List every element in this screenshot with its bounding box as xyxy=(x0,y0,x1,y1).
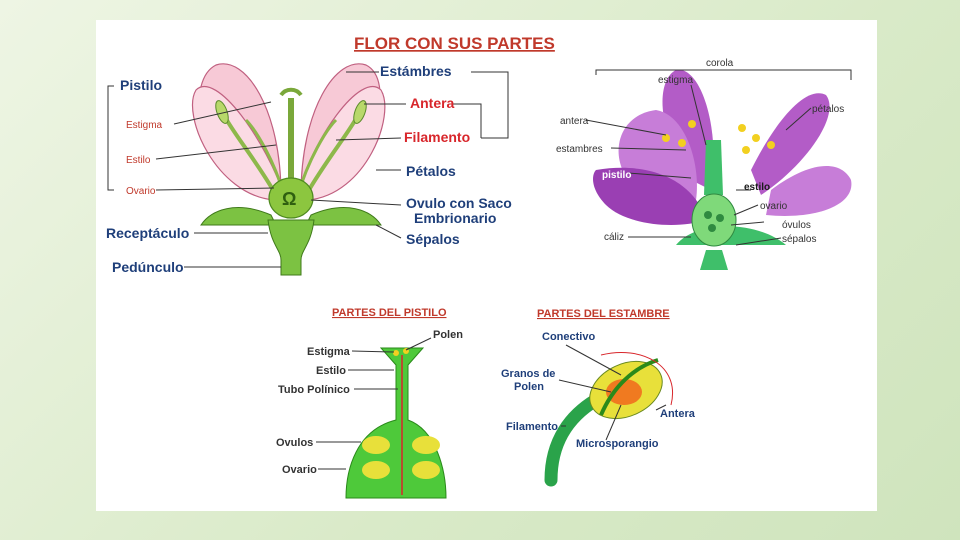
stamen-filament xyxy=(544,393,603,487)
flower-1-illustration: Ω xyxy=(191,63,386,276)
label-estambres: Estámbres xyxy=(380,63,452,79)
ovary xyxy=(268,177,314,219)
label-estigma: Estigma xyxy=(126,120,163,131)
label-sepalos: Sépalos xyxy=(406,231,460,247)
stamen-illustration xyxy=(544,351,673,487)
label-polen: Polen xyxy=(433,329,463,341)
label-estilo: Estilo xyxy=(126,155,151,166)
diagram-title: FLOR CON SUS PARTES xyxy=(354,34,555,53)
label-antera-2: antera xyxy=(560,116,589,127)
stigma xyxy=(279,87,303,97)
petal-purple-5 xyxy=(593,167,706,225)
pollen-grains xyxy=(606,379,642,405)
label-petalos: Pétalos xyxy=(406,163,456,179)
label-ovulos-2: óvulos xyxy=(782,220,811,231)
svg-text:Ω: Ω xyxy=(282,189,296,209)
label-ovario: Ovario xyxy=(126,186,156,197)
label-pistilo: Pistilo xyxy=(120,77,162,93)
flower-2-leaders xyxy=(585,69,852,246)
pistil-leaders xyxy=(316,337,432,470)
label-granos-line2: Polen xyxy=(514,381,544,393)
petal-purple-1 xyxy=(662,69,714,190)
ovule-2 xyxy=(412,436,440,454)
anther-right xyxy=(353,100,367,124)
pistil-section-title: PARTES DEL PISTILO xyxy=(332,307,447,319)
ovule-4 xyxy=(412,461,440,479)
label-estigma-2: estigma xyxy=(658,75,693,86)
label-ovario-3: Ovario xyxy=(282,464,317,476)
label-conectivo: Conectivo xyxy=(542,331,595,343)
ovule-1 xyxy=(362,436,390,454)
label-ovulos-3: Ovulos xyxy=(276,437,313,449)
label-filamento: Filamento xyxy=(404,129,470,145)
connective xyxy=(599,358,659,416)
label-ovulo-line1: Ovulo con Saco xyxy=(406,195,512,211)
sepal-left xyxy=(200,207,277,226)
label-estilo-2: estilo xyxy=(744,182,770,193)
flower-1-leaders xyxy=(107,71,509,268)
flower-2-illustration xyxy=(593,69,852,270)
label-pedunculo: Pedúnculo xyxy=(112,259,184,275)
receptacle xyxy=(267,219,315,276)
label-corola: corola xyxy=(706,58,734,69)
label-antera: Antera xyxy=(410,95,455,111)
sepal-right xyxy=(305,207,382,226)
style-2 xyxy=(704,140,723,195)
ovule-3 xyxy=(362,461,390,479)
label-tubo-polinico: Tubo Polínico xyxy=(278,384,350,396)
label-pistilo-2: pistilo xyxy=(602,170,631,181)
anther-bracket xyxy=(600,351,673,406)
label-estigma-3: Estigma xyxy=(307,346,351,358)
label-filamento-3: Filamento xyxy=(506,421,558,433)
label-sepalos-2: sépalos xyxy=(782,234,816,245)
label-microsporangio: Microsporangio xyxy=(576,438,659,450)
label-antera-3: Antera xyxy=(660,408,696,420)
label-estambres-2: estambres xyxy=(556,144,603,155)
label-ovario-2: ovario xyxy=(760,201,788,212)
peduncle-2 xyxy=(700,250,728,270)
pistil-body xyxy=(345,347,447,499)
label-petalos-2: pétalos xyxy=(812,104,844,115)
label-receptaculo: Receptáculo xyxy=(106,225,189,241)
label-ovulo-line2: Embrionario xyxy=(414,210,496,226)
ovary-2 xyxy=(691,193,737,247)
diagram-panel: FLOR CON SUS PARTES Ω xyxy=(96,20,877,511)
pistil-illustration xyxy=(345,347,447,499)
label-caliz: cáliz xyxy=(604,232,624,243)
stamen-leaders xyxy=(558,344,667,441)
label-granos-line1: Granos de xyxy=(501,368,555,380)
petal-purple-2 xyxy=(751,93,830,195)
label-estilo-3: Estilo xyxy=(316,365,346,377)
petal-purple-4 xyxy=(766,166,852,216)
flower-diagram: FLOR CON SUS PARTES Ω xyxy=(106,34,852,499)
stamen-section-title: PARTES DEL ESTAMBRE xyxy=(537,308,670,320)
